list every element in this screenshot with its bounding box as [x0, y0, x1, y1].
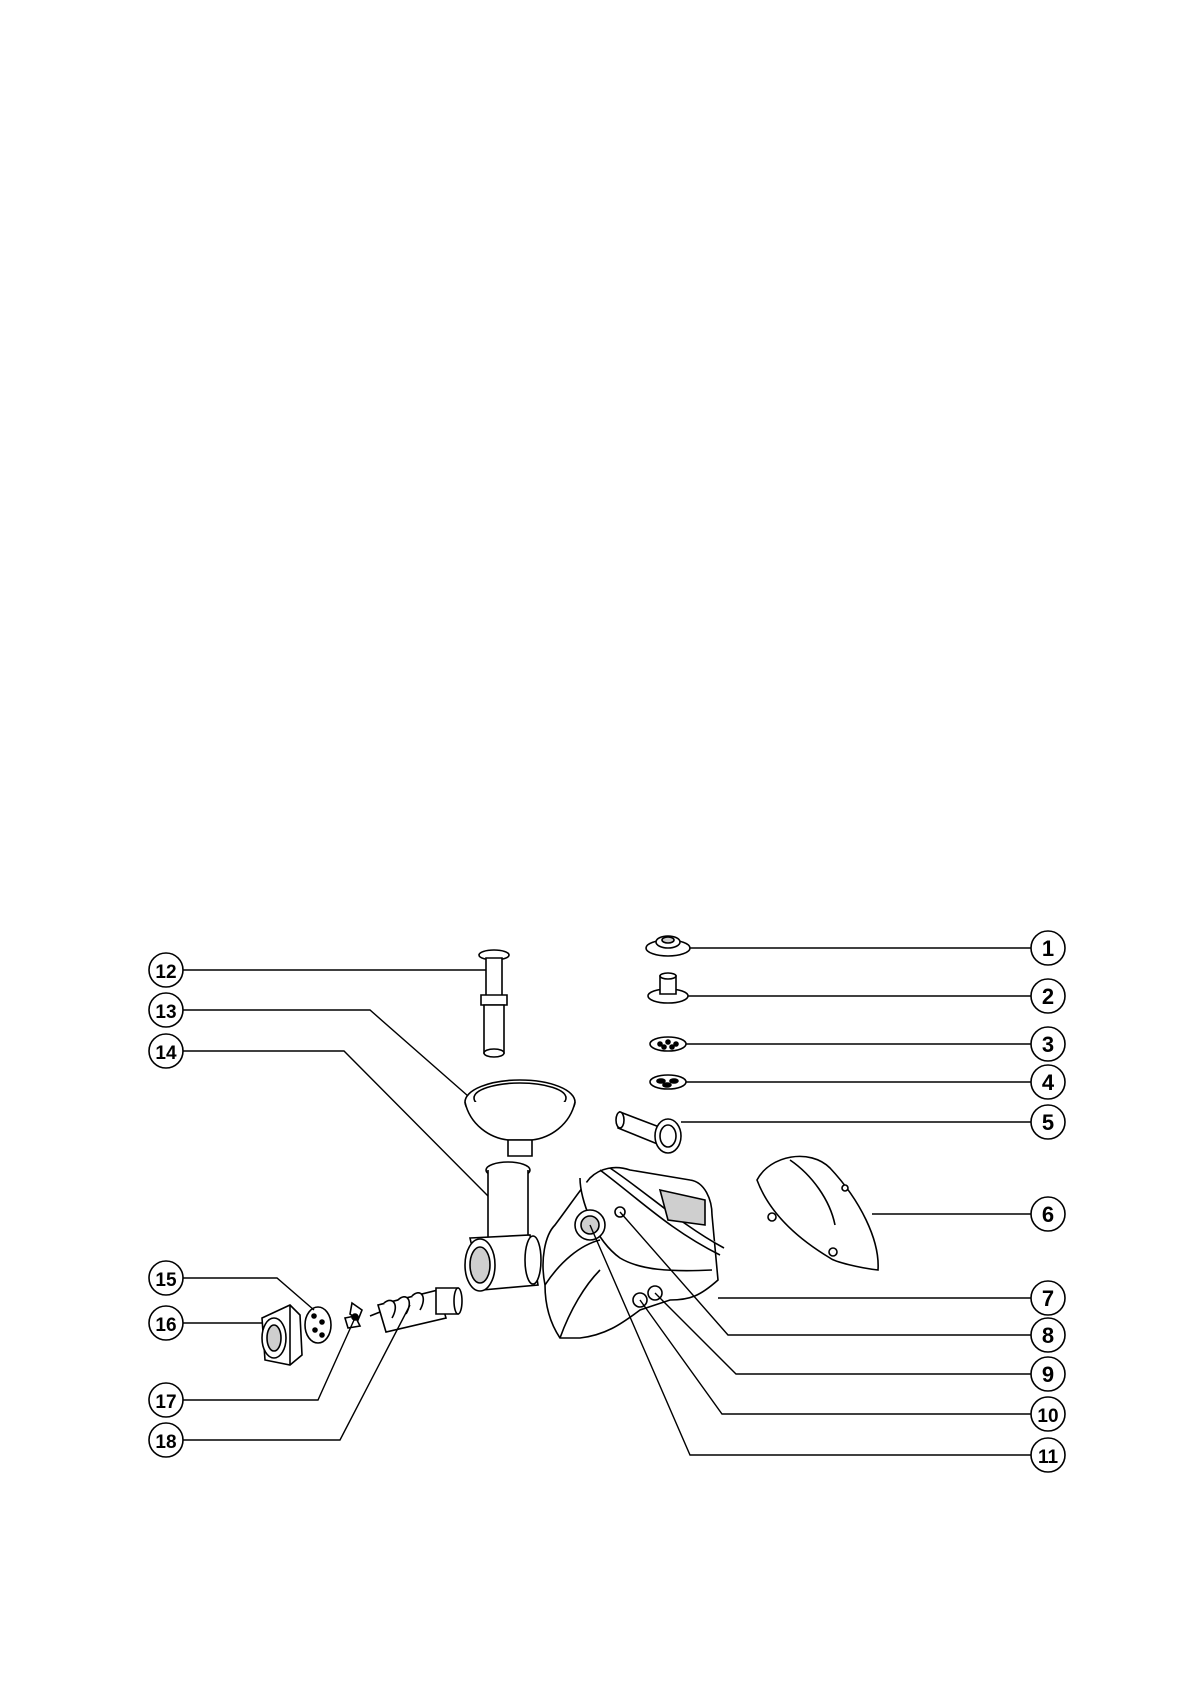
callout-18-label: 18 [155, 1432, 176, 1453]
callout-9: 9 [1031, 1357, 1065, 1391]
callout-13-label: 13 [155, 1002, 176, 1023]
callout-11-label: 11 [1038, 1447, 1059, 1468]
callout-16-label: 16 [155, 1315, 176, 1336]
part-5-drawing [616, 1112, 681, 1153]
part-13-drawing [465, 1080, 575, 1156]
callout-4: 4 [1031, 1065, 1065, 1099]
part-12-drawing [479, 950, 509, 1057]
part-18-drawing [370, 1288, 462, 1332]
callout-16: 16 [149, 1306, 183, 1340]
callout-10-label: 10 [1037, 1406, 1058, 1427]
callout-9-label: 9 [1042, 1362, 1054, 1387]
motor-housing-drawing [543, 1168, 724, 1338]
callout-6-label: 6 [1042, 1202, 1054, 1227]
callout-2: 2 [1031, 979, 1065, 1013]
callout-1: 1 [1031, 931, 1065, 965]
callout-7: 7 [1031, 1281, 1065, 1315]
callout-6: 6 [1031, 1197, 1065, 1231]
callout-13: 13 [149, 993, 183, 1027]
callout-15-label: 15 [155, 1270, 177, 1291]
callout-15: 15 [149, 1261, 183, 1295]
part-4-drawing [650, 1075, 686, 1089]
callout-4-label: 4 [1042, 1070, 1055, 1095]
part-17-drawing [345, 1303, 362, 1328]
part-2-drawing [648, 973, 688, 1003]
callout-8: 8 [1031, 1318, 1065, 1352]
callout-1-label: 1 [1042, 936, 1054, 961]
part-3-drawing [650, 1037, 686, 1051]
callout-8-label: 8 [1042, 1323, 1054, 1348]
part-6-drawing [757, 1156, 878, 1270]
callout-12-label: 12 [155, 962, 176, 983]
callout-12: 12 [149, 953, 183, 987]
part-1-drawing [646, 936, 690, 956]
callout-3-label: 3 [1042, 1032, 1054, 1057]
part-16-drawing [262, 1305, 302, 1365]
callout-7-label: 7 [1042, 1286, 1054, 1311]
callout-17-label: 17 [155, 1392, 176, 1413]
callout-17: 17 [149, 1383, 183, 1417]
callout-2-label: 2 [1042, 984, 1054, 1009]
part-14-drawing [465, 1162, 541, 1291]
callout-11: 11 [1031, 1438, 1065, 1472]
callout-5: 5 [1031, 1105, 1065, 1139]
callout-3: 3 [1031, 1027, 1065, 1061]
callout-18: 18 [149, 1423, 183, 1457]
callout-14: 14 [149, 1034, 183, 1068]
part-15-drawing [305, 1307, 331, 1343]
callout-10: 10 [1031, 1397, 1065, 1431]
callout-5-label: 5 [1042, 1110, 1054, 1135]
callout-14-label: 14 [155, 1043, 177, 1064]
